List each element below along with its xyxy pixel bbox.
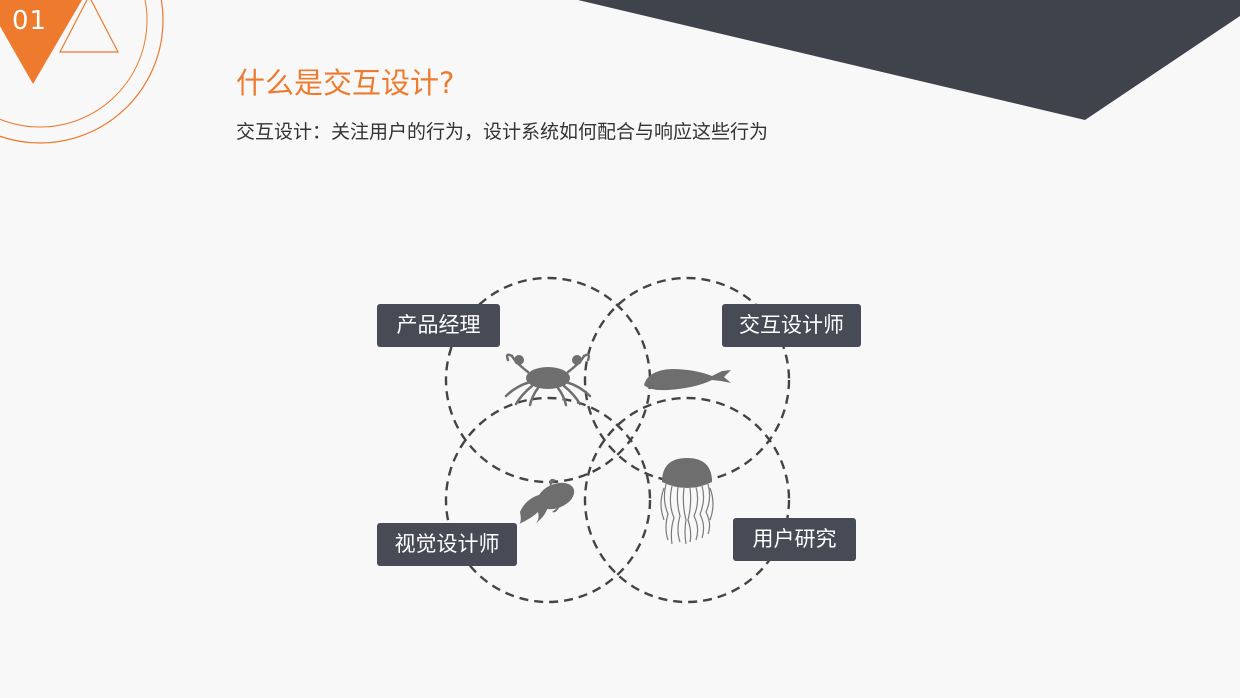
circle-interaction-designer [583,276,791,484]
page-subtitle: 交互设计：关注用户的行为，设计系统如何配合与响应这些行为 [236,121,769,143]
decorative-arc-inner [0,0,148,128]
page-title: 什么是交互设计? [236,66,455,100]
orange-triangle [0,0,82,84]
label-interaction-designer: 交互设计师 [722,304,861,347]
circle-visual-designer [444,396,652,604]
slide-number: 01 [12,6,48,36]
jellyfish-icon [660,458,714,545]
dark-banner [578,0,1240,120]
goldfish-icon [519,478,575,524]
crab-icon [504,353,592,407]
whale-icon [644,369,731,391]
label-user-research: 用户研究 [733,518,856,561]
label-visual-designer: 视觉设计师 [377,523,517,566]
label-product-manager: 产品经理 [377,304,500,347]
circle-user-research [583,396,791,604]
decorative-arc-outer [0,0,164,144]
outline-triangle [59,0,119,53]
